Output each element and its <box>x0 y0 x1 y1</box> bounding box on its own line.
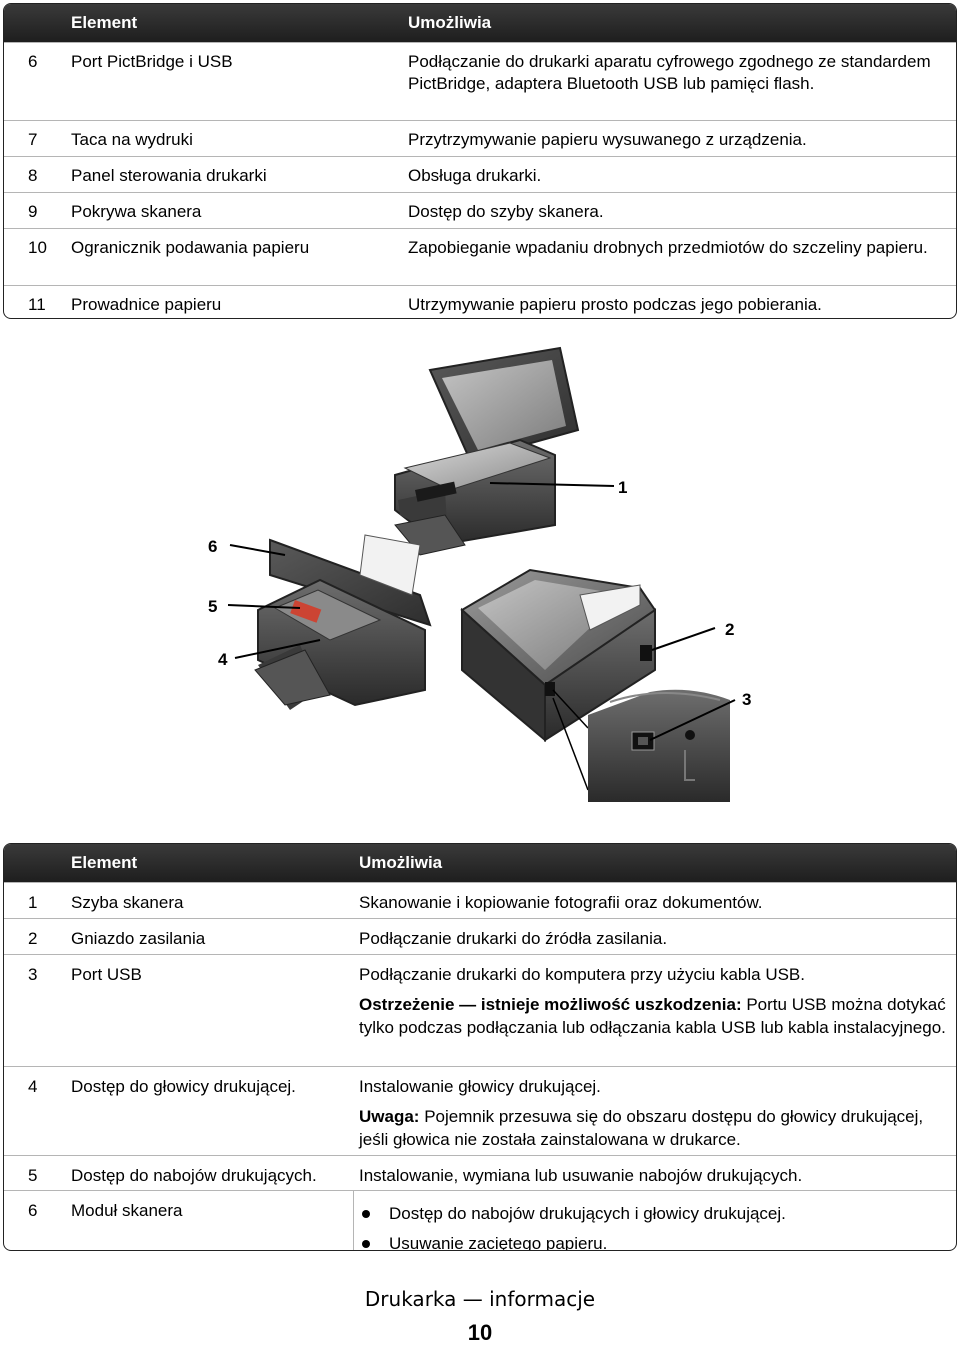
header-enables: Umożliwia <box>408 13 492 32</box>
callout-6: 6 <box>208 537 218 556</box>
table-row: 9 Pokrywa skanera Dostęp do szyby skaner… <box>4 192 956 228</box>
header-element: Element <box>71 13 138 32</box>
callout-4: 4 <box>218 650 228 669</box>
table-row: 1 Szyba skanera Skanowanie i kopiowanie … <box>4 882 956 918</box>
table-row: 5 Dostęp do nabojów drukujących. Instalo… <box>4 1155 956 1190</box>
table-row: 4 Dostęp do głowicy drukującej. Instalow… <box>4 1066 956 1155</box>
callout-line-3-b <box>552 697 589 791</box>
callout-line-2 <box>651 627 716 651</box>
row-element: Port USB <box>71 965 142 984</box>
row-description: Przytrzymywanie papieru wysuwanego z urz… <box>408 130 807 149</box>
footer-section-title: Drukarka — informacje <box>364 1287 596 1311</box>
row-element: Panel sterowania drukarki <box>71 166 267 185</box>
callout-5: 5 <box>208 597 218 616</box>
row-number: 1 <box>28 893 38 912</box>
callout-line-6 <box>229 544 286 556</box>
bullet-item: Usuwanie zaciętego papieru. <box>359 1232 954 1251</box>
row-description: Podłączanie do drukarki aparatu cyfroweg… <box>408 52 931 93</box>
table-row: 2 Gniazdo zasilania Podłączanie drukarki… <box>4 918 956 954</box>
column-divider <box>353 1191 354 1250</box>
top-table: Element Umożliwia 6 Port PictBridge i US… <box>3 3 957 319</box>
printer-open-lid <box>394 346 580 556</box>
callout-1: 1 <box>618 478 628 497</box>
bullet-icon <box>362 1240 370 1248</box>
bullet-icon <box>362 1210 370 1218</box>
row-element: Dostęp do głowicy drukującej. <box>71 1077 296 1096</box>
row-number: 4 <box>28 1077 38 1096</box>
row-description-main: Podłączanie drukarki do komputera przy u… <box>359 965 805 984</box>
note: Uwaga: Pojemnik przesuwa się do obszaru … <box>359 1105 954 1151</box>
callout-line-4 <box>234 639 321 659</box>
table-header: Element Umożliwia <box>4 844 956 882</box>
header-element: Element <box>71 853 138 872</box>
warning-note: Ostrzeżenie — istnieje możliwość uszkodz… <box>359 993 954 1039</box>
bullet-list: Dostęp do nabojów drukujących i głowicy … <box>359 1202 954 1251</box>
row-description: Obsługa drukarki. <box>408 166 542 185</box>
row-element: Dostęp do nabojów drukujących. <box>71 1166 317 1185</box>
printer-illustration <box>227 346 736 802</box>
note-text: Pojemnik przesuwa się do obszaru dostępu… <box>359 1107 924 1149</box>
callout-3: 3 <box>742 690 752 709</box>
row-number: 6 <box>28 1201 38 1220</box>
bullet-text: Usuwanie zaciętego papieru. <box>389 1234 608 1251</box>
callout-line-5 <box>227 604 301 609</box>
bullet-text: Dostęp do nabojów drukujących i głowicy … <box>389 1204 786 1223</box>
table-row: 8 Panel sterowania drukarki Obsługa druk… <box>4 156 956 192</box>
row-number: 6 <box>28 52 38 71</box>
row-description: Instalowanie, wymiana lub usuwanie naboj… <box>359 1166 803 1185</box>
printer-scanner-raised <box>254 534 432 710</box>
table-header: Element Umożliwia <box>4 4 956 42</box>
row-description: Dostęp do szyby skanera. <box>408 202 604 221</box>
row-element: Ogranicznik podawania papieru <box>71 238 310 257</box>
row-element: Prowadnice papieru <box>71 295 222 314</box>
row-element: Taca na wydruki <box>71 130 193 149</box>
callout-2: 2 <box>725 620 735 639</box>
row-number: 2 <box>28 929 38 948</box>
table-row: 3 Port USB Podłączanie drukarki do kompu… <box>4 954 956 1066</box>
table-row: 6 Moduł skanera Dostęp do nabojów drukuj… <box>4 1190 956 1251</box>
row-description: Podłączanie drukarki do źródła zasilania… <box>359 929 668 948</box>
row-description: Skanowanie i kopiowanie fotografii oraz … <box>359 893 763 912</box>
note-label: Uwaga: <box>359 1107 420 1126</box>
callout-line-3 <box>649 699 736 741</box>
table-row: 11 Prowadnice papieru Utrzymywanie papie… <box>4 285 956 318</box>
row-number: 8 <box>28 166 38 185</box>
table-row: 7 Taca na wydruki Przytrzymywanie papier… <box>4 120 956 156</box>
callout-line-1 <box>489 482 615 487</box>
warning-text: Portu USB można dotykać tylko podczas po… <box>359 995 946 1037</box>
row-number: 3 <box>28 965 38 984</box>
row-description: Zapobieganie wpadaniu drobnych przedmiot… <box>408 238 928 257</box>
row-description: Podłączanie drukarki do komputera przy u… <box>359 963 954 1039</box>
printer-closed <box>460 568 657 743</box>
row-number: 11 <box>28 295 46 314</box>
bottom-table: Element Umożliwia 1 Szyba skanera Skanow… <box>3 843 957 1251</box>
row-number: 7 <box>28 130 38 149</box>
row-element: Gniazdo zasilania <box>71 929 206 948</box>
table-row: 6 Port PictBridge i USB Podłączanie do d… <box>4 42 956 120</box>
page-number: 10 <box>467 1320 493 1345</box>
row-element: Pokrywa skanera <box>71 202 202 221</box>
header-enables: Umożliwia <box>359 853 443 872</box>
row-number: 5 <box>28 1166 38 1185</box>
usb-port-detail <box>588 689 730 802</box>
row-element: Port PictBridge i USB <box>71 52 233 71</box>
row-description: Utrzymywanie papieru prosto podczas jego… <box>408 295 822 314</box>
row-element: Szyba skanera <box>71 893 184 912</box>
table-row: 10 Ogranicznik podawania papieru Zapobie… <box>4 228 956 285</box>
row-element: Moduł skanera <box>71 1201 183 1220</box>
warning-label: Ostrzeżenie — istnieje możliwość uszkodz… <box>359 995 742 1014</box>
bullet-item: Dostęp do nabojów drukujących i głowicy … <box>359 1202 954 1225</box>
callout-line-3-a <box>552 689 589 729</box>
row-description: Instalowanie głowicy drukującej. Uwaga: … <box>359 1075 954 1151</box>
row-description-main: Instalowanie głowicy drukującej. <box>359 1077 601 1096</box>
row-number: 10 <box>28 238 47 257</box>
row-number: 9 <box>28 202 38 221</box>
row-description: Dostęp do nabojów drukujących i głowicy … <box>359 1202 954 1251</box>
